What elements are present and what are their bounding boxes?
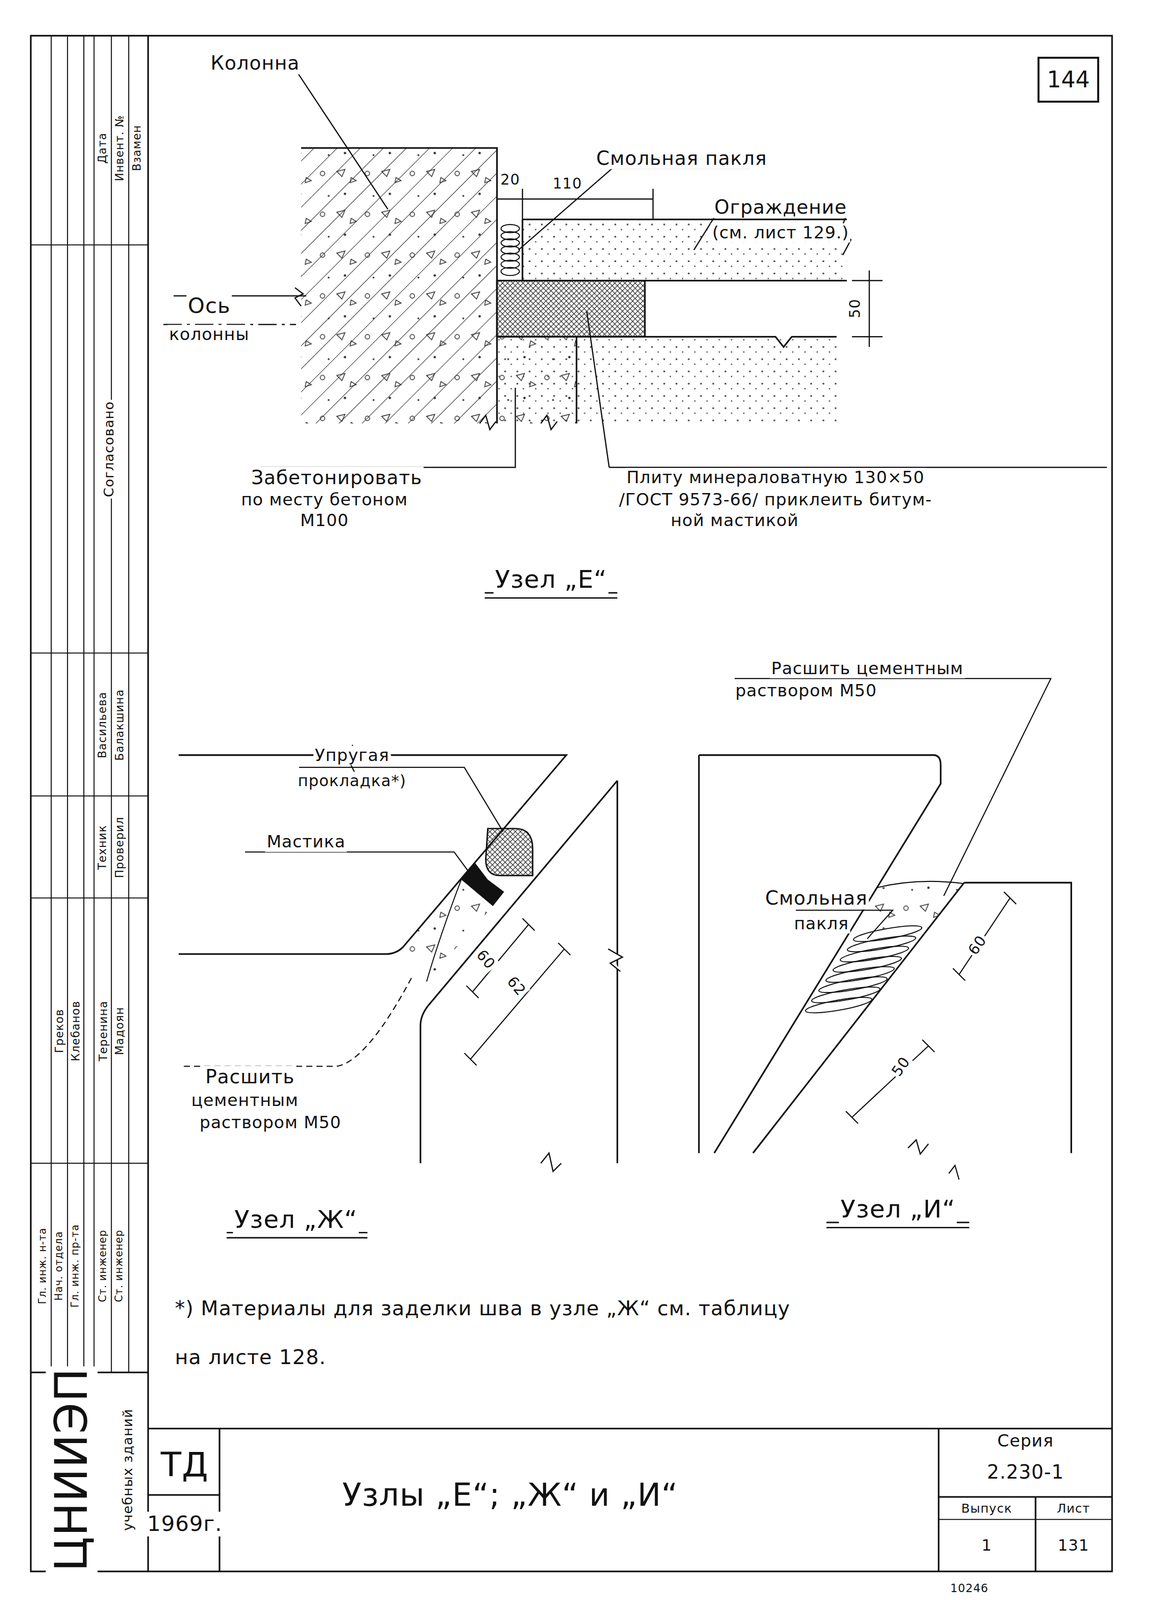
callout-text: раствором М50 — [733, 681, 879, 701]
stamp-text: Согласовано — [101, 399, 117, 499]
callout-text: цементным — [189, 1090, 300, 1110]
stamp-text: Васильева — [95, 689, 109, 760]
callout-text: прокладка*) — [296, 771, 409, 790]
callout-text: Ограждение — [712, 196, 849, 219]
callout-text: колонны — [167, 325, 252, 345]
dimension: 50 — [846, 296, 864, 320]
stamp-text: Выпуск — [960, 1501, 1014, 1516]
stamp-text: ТД — [159, 1445, 211, 1484]
stamp-text: 10246 — [948, 1581, 990, 1595]
callout-text: Плиту минераловатную 130×50 — [625, 467, 927, 487]
callout-text: Упругая — [313, 745, 391, 765]
stamp-text: 131 — [1056, 1535, 1091, 1555]
stamp-text: Дата — [95, 130, 109, 165]
detail-title: Узел „И“ — [839, 1194, 958, 1224]
sheet-number: 144 — [1046, 66, 1090, 93]
callout-text: Смольная пакля — [594, 147, 769, 169]
callout-text: Ось — [186, 294, 232, 319]
stamp-text: Мадоян — [112, 1004, 126, 1057]
stamp-text: Инвент. № — [112, 113, 126, 184]
callout-text: пакля — [792, 913, 851, 933]
stamp-text: 1969г. — [145, 1511, 224, 1536]
stamp-text: Серия — [996, 1431, 1056, 1451]
stamp-text: Гл. инж. н-та — [37, 1225, 49, 1305]
stamp-text: учебных зданий — [119, 1407, 136, 1533]
stamp-text: Взамен — [130, 123, 144, 173]
detail-title: Узел „Е“ — [493, 565, 609, 594]
stamp-text: Ст. инженер — [97, 1227, 110, 1303]
detail-title: Узел „Ж“ — [232, 1205, 360, 1234]
dimension: 50 — [887, 1052, 915, 1081]
stamp-text: Греков — [52, 1006, 66, 1054]
dimension: 62 — [502, 971, 530, 1001]
dimension: 20 — [498, 171, 522, 188]
stamp-text: Клебанов — [69, 999, 82, 1063]
footnote: на листе 128. — [173, 1345, 328, 1369]
callout-text: Смольная — [763, 887, 870, 909]
callout-text: М100 — [298, 510, 351, 530]
callout-text: Колонна — [209, 52, 302, 75]
sheet-title: Узлы „Е“; „Ж“ и „И“ — [340, 1476, 680, 1513]
stamp-text: Балакшина — [112, 687, 126, 762]
callout-text: Забетонировать — [249, 466, 424, 489]
callout-text: Мастика — [265, 832, 348, 852]
callout-text: Расшить цементным — [769, 658, 965, 678]
stamp-text: Проверил — [112, 814, 126, 880]
dimension: 110 — [551, 175, 584, 192]
stamp-text: 1 — [979, 1535, 994, 1555]
callout-text: ной мастикой — [669, 510, 801, 530]
stamp-text: ЦНИИЭП — [45, 1366, 98, 1573]
callout-text: (см. лист 129.) — [710, 222, 851, 243]
stamp-text: Лист — [1055, 1501, 1092, 1516]
callout-text: по месту бетоном — [239, 490, 410, 510]
stamp-text: Нач. отдела — [53, 1228, 66, 1302]
stamp-text: 2.230-1 — [985, 1460, 1066, 1483]
stamp-text: Теренина — [96, 999, 110, 1063]
stamp-text: Ст. инженер — [113, 1227, 126, 1303]
dimension: 60 — [964, 930, 991, 960]
sheet-number-box: 144 — [1037, 56, 1100, 103]
footnote: *) Материалы для заделки шва в узле „Ж“ … — [173, 1296, 792, 1320]
stamp-text: Гл. инж. пр-та — [69, 1222, 82, 1309]
callout-text: раствором М50 — [198, 1112, 343, 1133]
callout-text: Расшить — [203, 1065, 297, 1088]
stamp-text: Техник — [95, 822, 109, 871]
callout-text: /ГОСТ 9573-66/ приклеить битум- — [617, 490, 934, 510]
